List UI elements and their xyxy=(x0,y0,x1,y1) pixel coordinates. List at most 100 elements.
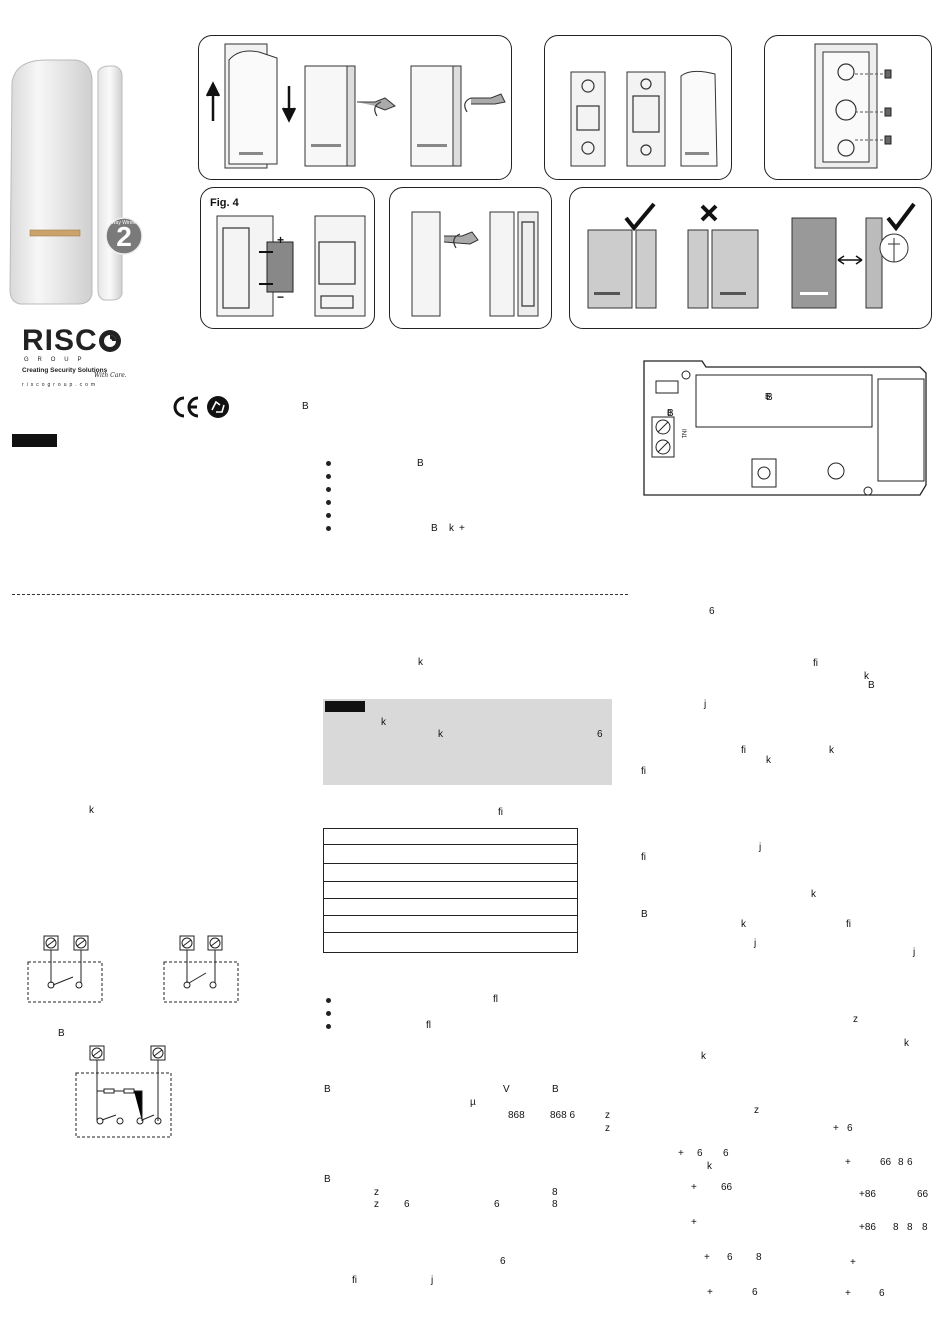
glyph-col3-1: B xyxy=(667,408,674,419)
glyph-col2-13: V xyxy=(503,1084,510,1095)
glyph-col2-23: z xyxy=(374,1199,379,1210)
glyph-col2-20: B xyxy=(324,1174,331,1185)
glyph-col3-42: + xyxy=(704,1252,710,1263)
glyph-col3-9: k xyxy=(766,755,771,766)
glyph-col3-49: 6 xyxy=(879,1288,885,1299)
logo-tagline-script: With Care. xyxy=(94,372,127,379)
figure-panel-2 xyxy=(544,35,732,180)
glyph-col2-21: z xyxy=(374,1187,379,1198)
glyph-col2-12: B xyxy=(324,1084,331,1095)
glyph-col2-15: µ xyxy=(470,1097,476,1108)
pcb-label-in: IN1 xyxy=(680,429,686,439)
product-photo: 2 2-Way Wireless xyxy=(6,58,156,308)
ce-recycle-marks xyxy=(173,396,229,418)
glyph-col2-10: fl xyxy=(493,994,498,1005)
glyph-col3-37: + xyxy=(691,1217,697,1228)
badge-number: 2 xyxy=(116,221,132,252)
glyph-col3-24: 6 xyxy=(847,1123,853,1134)
check-icon xyxy=(624,202,656,232)
glyph-col3-12: fi xyxy=(641,852,646,863)
figure-panel-6 xyxy=(569,187,932,329)
glyph-col3-17: j xyxy=(754,938,757,949)
glyph-col2-17: 868 6 xyxy=(550,1110,576,1121)
bullet xyxy=(326,513,331,518)
glyph-col3-6: j xyxy=(704,699,707,710)
glyph-col3-28: k xyxy=(707,1161,712,1172)
terminal-screw-icon xyxy=(43,935,89,951)
glyph-col3-45: + xyxy=(850,1257,856,1268)
check-icon-2 xyxy=(886,202,916,232)
glyph-col3-15: k xyxy=(741,919,746,930)
glyph-col2-11: fl xyxy=(426,1020,431,1031)
glyph-col3-16: fi xyxy=(846,919,851,930)
glyph-col2-25: 6 xyxy=(494,1199,500,1210)
glyph-col2-5: k xyxy=(418,657,423,668)
glyph-col2-7: k xyxy=(438,729,443,740)
glyph-col3-31: 8 xyxy=(898,1157,904,1168)
glyph-col2-3: k xyxy=(449,523,454,534)
glyph-col2-24: 6 xyxy=(404,1199,410,1210)
glyph-col3-41: 8 xyxy=(922,1222,928,1233)
bullet xyxy=(326,998,331,1003)
glyph-col1-0: k xyxy=(89,805,94,816)
glyph-col2-8: 6 xyxy=(597,729,603,740)
figure-panel-3 xyxy=(764,35,932,180)
bullet xyxy=(326,1024,331,1029)
glyph-col3-46: + xyxy=(707,1287,713,1298)
logo-website: r i s c o g r o u p . c o m xyxy=(22,382,96,388)
glyph-col2-26: 8 xyxy=(552,1199,558,1210)
wiring-diagrams xyxy=(27,935,239,1138)
screw-icon xyxy=(884,69,892,145)
figure-panel-4: Fig. 4 + − xyxy=(200,187,375,329)
ce-mark-icon xyxy=(173,396,199,418)
bullet xyxy=(326,500,331,505)
glyph-col2-14: B xyxy=(552,1084,559,1095)
figure-panel-1 xyxy=(198,35,512,180)
glyph-col2-0: B xyxy=(302,401,309,412)
logo-group-text: G R O U P xyxy=(24,357,86,363)
glyph-col3-34: 66 xyxy=(721,1182,733,1193)
logo-text: RISC xyxy=(22,324,98,357)
glyph-col3-22: z xyxy=(754,1105,759,1116)
glyph-col3-14: B xyxy=(641,909,648,920)
dashed-divider xyxy=(12,594,628,595)
glyph-col2-29: j xyxy=(431,1275,434,1286)
glyph-col3-32: 6 xyxy=(907,1157,913,1168)
glyph-col3-8: k xyxy=(829,745,834,756)
risco-logo: RISC G R O U P Creating Security Solutio… xyxy=(22,326,132,396)
bullet xyxy=(326,461,331,466)
glyph-col2-22: 8 xyxy=(552,1187,558,1198)
glyph-col3-3: fi xyxy=(813,658,818,669)
glyph-col2-16: 868 xyxy=(508,1110,525,1121)
battery-minus-sign: − xyxy=(277,290,285,304)
glyph-col2-6: k xyxy=(381,717,386,728)
glyph-col3-39: 8 xyxy=(893,1222,899,1233)
glyph-col3-18: j xyxy=(913,947,916,958)
note-box xyxy=(323,699,612,785)
logo-tagline: Creating Security Solutions xyxy=(22,367,108,374)
glyph-col3-47: 6 xyxy=(752,1287,758,1298)
glyph-col3-44: 8 xyxy=(756,1252,762,1263)
pcb-label-b-small: B xyxy=(667,410,672,417)
glyph-col3-11: j xyxy=(759,842,762,853)
glyph-col3-29: + xyxy=(845,1157,851,1168)
glyph-col2-18: z xyxy=(605,1110,610,1121)
battery-plus-sign: + xyxy=(277,233,285,247)
bullet xyxy=(326,1011,331,1016)
bullet xyxy=(326,474,331,479)
glyph-col2-28: fi xyxy=(352,1275,357,1286)
arrow-up-icon xyxy=(205,81,221,121)
glyph-col3-2: 6 xyxy=(709,606,715,617)
glyph-col2-9: fi xyxy=(498,807,503,818)
fig4-label: Fig. 4 xyxy=(210,197,239,209)
glyph-col3-19: z xyxy=(853,1014,858,1025)
glyph-col3-38: +86 xyxy=(859,1222,876,1233)
pcb-diagram: B B IN1 xyxy=(640,357,930,499)
glyph-col3-26: 6 xyxy=(697,1148,703,1159)
glyph-col3-36: 66 xyxy=(917,1189,929,1200)
glyph-col3-23: + xyxy=(833,1123,839,1134)
badge-text: 2-Way Wireless xyxy=(107,220,142,226)
recycle-icon xyxy=(207,396,229,418)
glyph-col3-27: 6 xyxy=(723,1148,729,1159)
glyph-col3-4: k xyxy=(864,671,869,682)
